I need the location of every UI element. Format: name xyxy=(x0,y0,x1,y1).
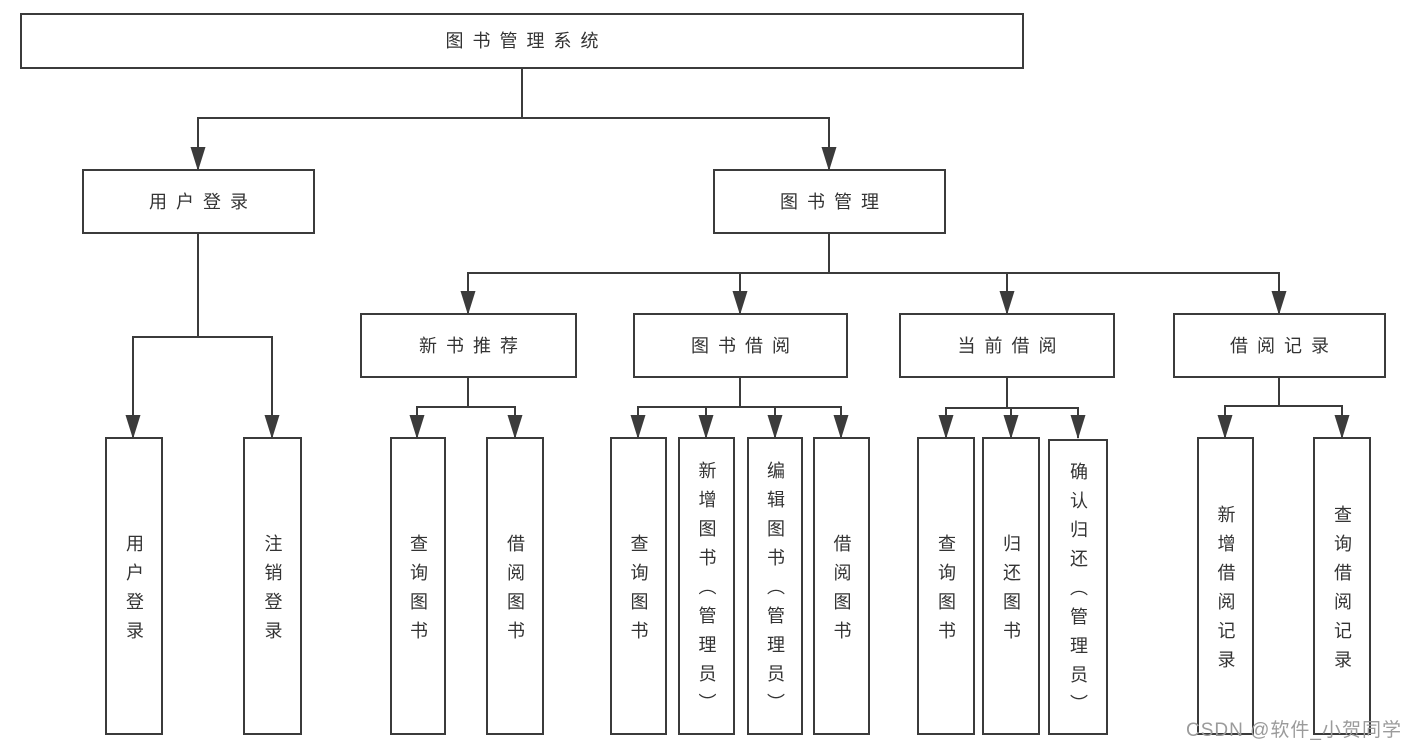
node-label: 查询借阅记录 xyxy=(1332,504,1352,679)
csdn-watermark: CSDN @软件_小贺同学 xyxy=(1186,720,1402,741)
node-current-borrow: 当前借阅 xyxy=(899,313,1115,378)
connector-borrow-records-children xyxy=(1217,378,1350,439)
leaf-borrow-books-recommend: 借阅图书 xyxy=(486,437,544,735)
node-label: 新增图书（管理员） xyxy=(696,461,717,722)
leaf-edit-books-admin: 编辑图书（管理员） xyxy=(747,437,803,735)
leaf-query-books-borrow: 查询图书 xyxy=(610,437,667,735)
connector-current-borrow-children xyxy=(938,378,1086,439)
node-label: 图书管理系统 xyxy=(445,31,608,51)
node-book-borrow: 图书借阅 xyxy=(633,313,848,378)
node-label: 当前借阅 xyxy=(957,335,1066,356)
node-borrow-records: 借阅记录 xyxy=(1173,313,1386,378)
node-label: 借阅图书 xyxy=(831,533,852,650)
leaf-logout-login: 注销登录 xyxy=(243,437,302,735)
node-label: 查询图书 xyxy=(936,533,956,650)
leaf-add-borrow-record: 新增借阅记录 xyxy=(1197,437,1254,735)
leaf-return-books: 归还图书 xyxy=(982,437,1040,735)
leaf-query-borrow-record: 查询借阅记录 xyxy=(1313,437,1371,735)
node-new-book-recommend: 新书推荐 xyxy=(360,313,577,378)
node-label: 查询图书 xyxy=(628,533,649,650)
node-book-management: 图书管理 xyxy=(713,169,946,234)
node-label: 图书管理 xyxy=(780,191,888,212)
node-label: 借阅图书 xyxy=(505,533,525,650)
leaf-query-books-current: 查询图书 xyxy=(917,437,975,735)
node-label: 新增借阅记录 xyxy=(1215,504,1236,679)
leaf-borrow-books: 借阅图书 xyxy=(813,437,870,735)
node-label: 图书借阅 xyxy=(691,335,799,356)
node-label: 新书推荐 xyxy=(419,335,527,356)
node-label: 借阅记录 xyxy=(1230,335,1338,356)
node-label: 查询图书 xyxy=(408,533,428,650)
leaf-add-books-admin: 新增图书（管理员） xyxy=(678,437,735,735)
node-library-management-system: 图书管理系统 xyxy=(20,13,1024,69)
leaf-query-books-recommend: 查询图书 xyxy=(390,437,446,735)
node-user-login: 用户登录 xyxy=(82,169,315,234)
leaf-confirm-return-admin: 确认归还（管理员） xyxy=(1048,439,1108,735)
node-label: 注销登录 xyxy=(262,533,283,650)
node-label: 用户登录 xyxy=(149,191,257,212)
leaf-user-login: 用户登录 xyxy=(105,437,163,735)
connector-book-borrow-children xyxy=(630,378,849,439)
connector-user-login-children xyxy=(125,234,280,439)
node-label: 用户登录 xyxy=(124,533,144,650)
node-label: 归还图书 xyxy=(1001,533,1021,650)
node-label: 确认归还（管理员） xyxy=(1068,462,1088,723)
connector-root-to-level2 xyxy=(190,69,837,171)
connector-new-book-children xyxy=(409,378,523,439)
node-label: 编辑图书（管理员） xyxy=(765,461,785,722)
connector-book-management-children xyxy=(460,234,1287,315)
